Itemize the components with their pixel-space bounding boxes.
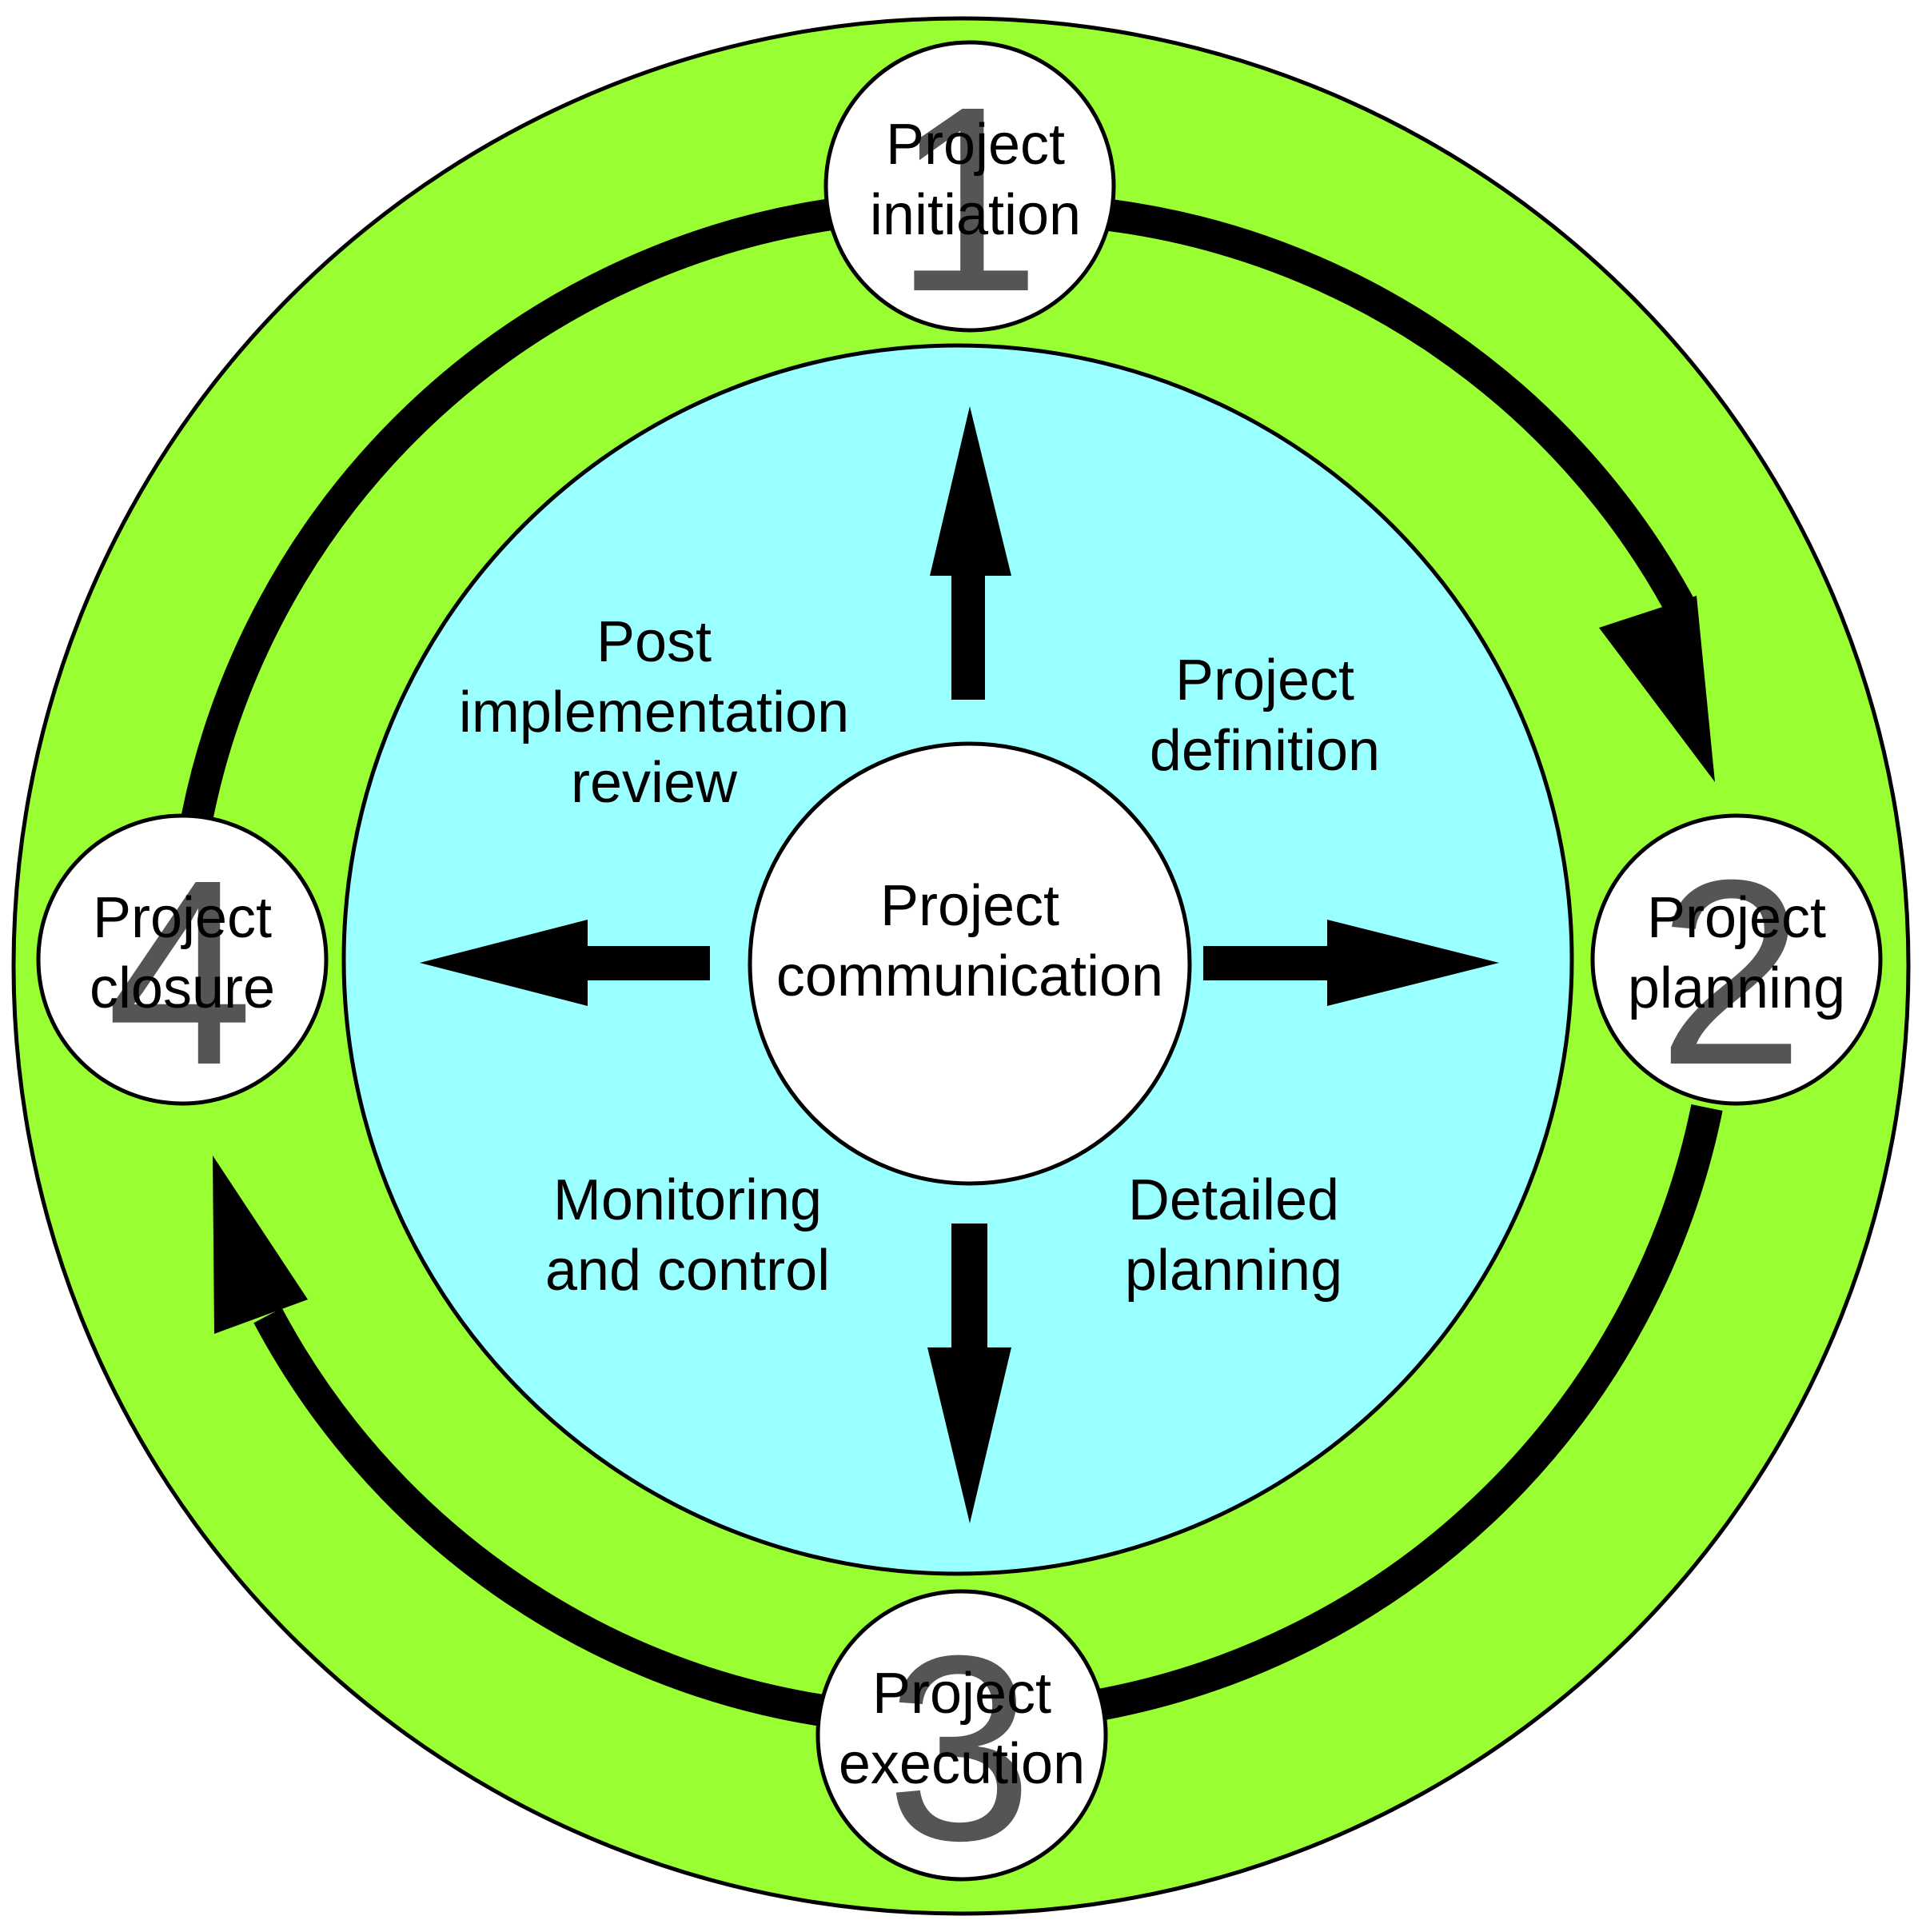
quadrant-bottom-left-line1: Monitoring [553,1168,822,1232]
quadrant-bottom-right-line1: Detailed [1128,1168,1339,1232]
quadrant-top-left-line2: implementation [459,681,849,744]
stage-label-line1: Project [1647,886,1826,950]
quadrant-bottom-left-line2: and control [545,1239,830,1303]
arrow-left [420,920,710,1006]
quadrant-bottom-right-line2: planning [1125,1239,1342,1303]
quadrant-top-right-line1: Project [1175,649,1354,713]
stage-label-line2: execution [839,1732,1085,1796]
stage-number: 3 [886,1600,1033,1895]
stage-number: 4 [106,824,253,1120]
cycle-arcs [180,198,1723,1727]
arc-closure-to-initiation [180,198,834,827]
stage-node-2: 2 Project planning [1590,813,1883,1120]
stage-circle [815,1589,1108,1882]
arc-planning-to-execution [1096,1104,1723,1721]
arrow-down [927,1223,1011,1523]
arrowhead-to-closure [213,1156,308,1334]
stage-label-line2: planning [1628,956,1845,1020]
arrowhead-to-planning [1599,596,1715,782]
stage-number: 1 [894,51,1041,346]
stage-circle [823,40,1116,333]
arrow-up [930,406,1011,700]
stage-node-1: 1 Project initiation [823,40,1116,346]
stage-circle [36,813,329,1106]
center-label-line2: communication [776,944,1163,1008]
quadrant-top-left-line3: review [571,751,738,815]
arc-execution-to-closure [253,1307,830,1727]
arc-initiation-to-planning [1101,198,1697,620]
quadrant-top-right-line2: definition [1150,719,1380,783]
center-arrows [420,406,1499,1523]
stage-label-line2: initiation [870,183,1081,247]
stage-node-3: 3 Project execution [815,1589,1108,1895]
stage-circle [1590,813,1883,1106]
stage-node-4: 4 Project closure [36,813,329,1120]
stage-number: 2 [1657,824,1804,1120]
center-label-line1: Project [880,874,1059,938]
stage-label-line1: Project [872,1662,1051,1726]
quadrant-top-left-line1: Post [596,610,712,674]
arrow-right [1203,920,1499,1006]
center-circle [748,741,1192,1186]
stage-label-line1: Project [886,113,1065,177]
stage-label-line2: closure [90,956,275,1020]
stage-label-line1: Project [93,886,272,950]
